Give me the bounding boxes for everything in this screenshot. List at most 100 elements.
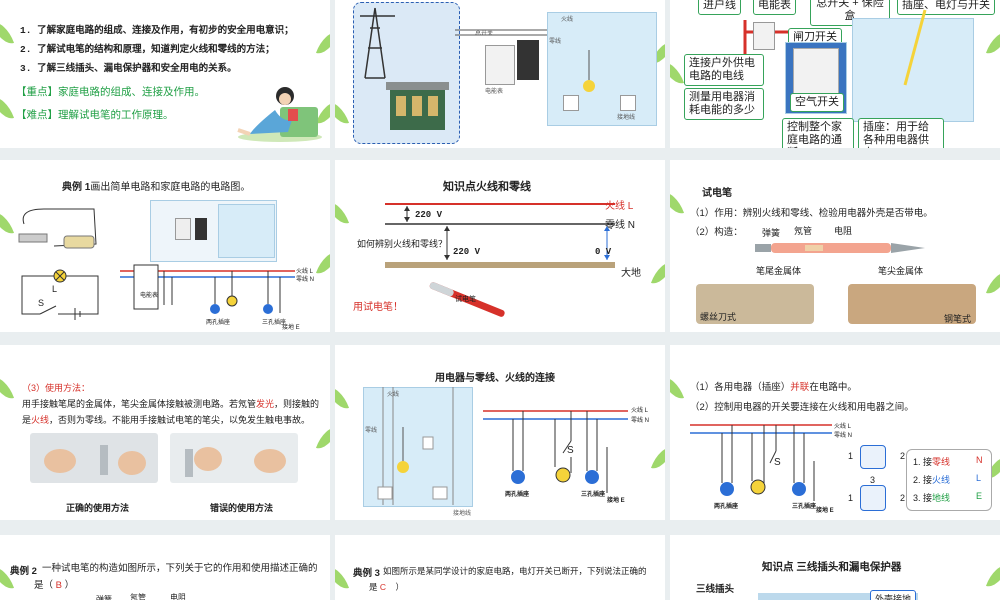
yellow-arrow [903,9,927,86]
hand-icon [44,445,146,475]
example-3-tag: 典例 3 [353,568,380,579]
label-resistor: 电阻 [170,593,186,600]
test-pen-structure [755,243,925,253]
example-2-tag: 典例 2 [10,566,37,577]
label-socket-lamp: 插座、电灯与开关 [897,0,995,15]
pin-number-3: 3 [870,475,876,485]
legend-code-N: N [976,455,983,465]
label-voltage-220-b: 220 V [453,247,481,257]
transformer-tower [360,7,449,130]
legend-item-fire: 2. 接火线 [913,475,951,485]
label-meter: 电能表 [753,0,796,15]
rule-1: （1）各用电器（插座）并联在电路中。 [690,382,857,393]
knowledge-title: 知识点 三线插头和漏电保护器 [762,561,902,573]
slide-three-wire-plug[interactable]: 知识点 三线插头和漏电保护器 三线插头 外壳接地 [670,535,1000,600]
label-voltage-0: 0 V [595,247,612,257]
slide-example-3[interactable]: 典例 3 如图所示是某同学设计的家庭电路，电灯开关已断开，下列说法正确的 是 C… [335,535,665,600]
label-air-switch: 空气开关 [790,93,844,112]
slide-example-1[interactable]: 典例 1画出简单电路和家庭电路的电路图。 L S 电能表 两孔插座 三孔插座 火… [0,160,330,332]
example-3-question: 如图所示是某同学设计的家庭电路，电灯开关已断开，下列说法正确的 [383,566,647,576]
label-switch-S: S [567,445,574,456]
label-tail-metal: 笔尾金属体 [756,266,802,276]
slide-parallel-rules[interactable]: （1）各用电器（插座）并联在电路中。 （2）控制用电器的开关要连接在火线和用电器… [670,345,1000,520]
section-title: 用电器与零线、火线的连接 [435,373,555,384]
label-zero-line: 零线 N [605,220,635,231]
legend-code-L: L [976,473,982,483]
parallel-circuit-diagram [483,410,628,493]
label-zero: 零线 [365,428,378,434]
example-3-answer-line: 是 C ） [369,582,404,592]
example-2-question: 一种试电笔的构造如图所示，下列关于它的作用和使用描述正确的 [42,563,318,574]
slide-fire-zero-lines[interactable]: 知识点火线和零线 火线 L 零线 N 220 V 如何辨别火线和零线？ 220 … [335,160,665,332]
meter-device [753,22,775,50]
answer-text: 用试电笔！ [353,302,403,313]
label-neon: 氖管 [130,593,146,600]
usage-line-2: 是火线，否则为零线。不能用手接触试电笔的笔尖，以免发生触电事故。 [22,415,311,425]
meter-device [175,218,191,240]
label-test-pen: 试电笔 [455,296,476,303]
breaker-box [517,40,539,80]
label-wrong-usage: 错误的使用方法 [210,503,274,513]
room-wiring-lines [377,387,454,505]
label-fire: 火线 [387,392,400,398]
pin-number-2b: 2 [900,493,906,503]
label-three-hole-socket: 三孔插座 [792,504,817,510]
label-fire: 火线 [561,17,574,23]
meter-box [485,45,515,85]
simple-circuit-diagram [21,269,99,320]
label-fire-line: 火线 L [296,269,314,275]
label-two-hole-socket: 两孔插座 [505,492,530,498]
slide-home-wiring-photo[interactable]: 总开关 电能表 火线 零线 接地线 [335,0,665,148]
simple-circuit-drawing [18,208,97,249]
goal-2: 2. 了解试电笔的结构和原理，知道判定火线和零线的方法； [20,44,275,55]
label-resistor: 电阻 [834,226,853,236]
label-control-circuit: 控制整个家庭电路的通断 [782,118,854,148]
rule-2: （2）控制用电器的开关要连接在火线和用电器之间。 [690,402,914,413]
slide-circuit-components[interactable]: 进户线 电能表 总开关 + 保险盒 插座、电灯与开关 闸刀开关 空气开关 连接户… [670,0,1000,148]
label-neon: 氖管 [794,226,813,236]
label-correct-usage: 正确的使用方法 [66,503,130,513]
slide-test-pen[interactable]: 试电笔 （1）作用：辨别火线和零线、检验用电器外壳是否带电。 （2）构造： 弹簧… [670,160,1000,332]
label-spring: 弹簧 [762,228,781,238]
label-ground: 接地 E [607,498,625,504]
legend-item-ground: 3. 接地线 [913,493,951,503]
slide-example-2[interactable]: 典例 2 一种试电笔的构造如图所示，下列关于它的作用和使用描述正确的 是（ B … [0,535,330,600]
usage-line-1: 用手接触笔尾的金属体，笔尖金属体接触被测电路。若氖管发光，则接触的 [22,399,320,409]
knowledge-title: 知识点火线和零线 [443,181,531,193]
label-zero-line: 零线 N [631,418,650,424]
pin-legend-box [906,449,992,511]
label-meter-function: 测量用电器消耗电能的多少 [684,88,764,120]
label-spring: 弹簧 [96,595,112,600]
legend-item-zero: 1. 接零线 [913,457,951,467]
label-meter: 电能表 [140,293,159,299]
breaker-device [195,218,207,240]
label-screwdriver-type: 螺丝刀式 [700,312,737,322]
label-three-hole-socket: 三孔插座 [262,320,287,326]
usage-heading: （3）使用方法： [22,383,91,393]
label-three-hole-socket: 三孔插座 [581,492,606,498]
lamp-icon [583,50,595,92]
slide-goals[interactable]: 1. 了解家庭电路的组成、连接及作用，有初步的安全用电意识； 2. 了解试电笔的… [0,0,330,148]
label-voltage-220-a: 220 V [415,210,443,220]
label-socket-function: 插座：用于给各种用电器供电 [858,118,944,148]
voltage-diagram [385,203,615,268]
slide-appliance-connection[interactable]: 用电器与零线、火线的连接 火线 零线 接地线 火线 L 零线 N S 两孔插座 … [335,345,665,520]
screwdriver-pen-photo [696,284,814,324]
label-ground: 接地 E [816,508,834,514]
label-tip-metal: 笔尖金属体 [878,266,924,276]
reading-girl-illustration [237,87,322,142]
label-earth-line: 接地线 [453,511,472,517]
label-meter: 电能表 [485,89,504,95]
key-point: 【重点】家庭电路的组成、连接及作用。 [16,86,205,98]
pin-number-1: 1 [848,451,854,461]
label-zero: 零线 [549,39,562,45]
slide-usage-method[interactable]: （3）使用方法： 用手接触笔尾的金属体，笔尖金属体接触被测电路。若氖管发光，则接… [0,345,330,520]
question-text: 如何辨别火线和零线？ [357,239,448,249]
label-fire-line: 火线 L [605,201,634,212]
goal-3: 3. 了解三线插头、漏电保护器和安全用电的关系。 [20,63,237,74]
two-hole-socket-icon [860,445,886,469]
goal-1: 1. 了解家庭电路的组成、连接及作用，有初步的安全用电意识； [20,25,294,36]
label-zero-line: 零线 N [834,433,853,439]
socket-icon [563,95,579,111]
label-shell-ground: 外壳接地 [870,590,917,600]
